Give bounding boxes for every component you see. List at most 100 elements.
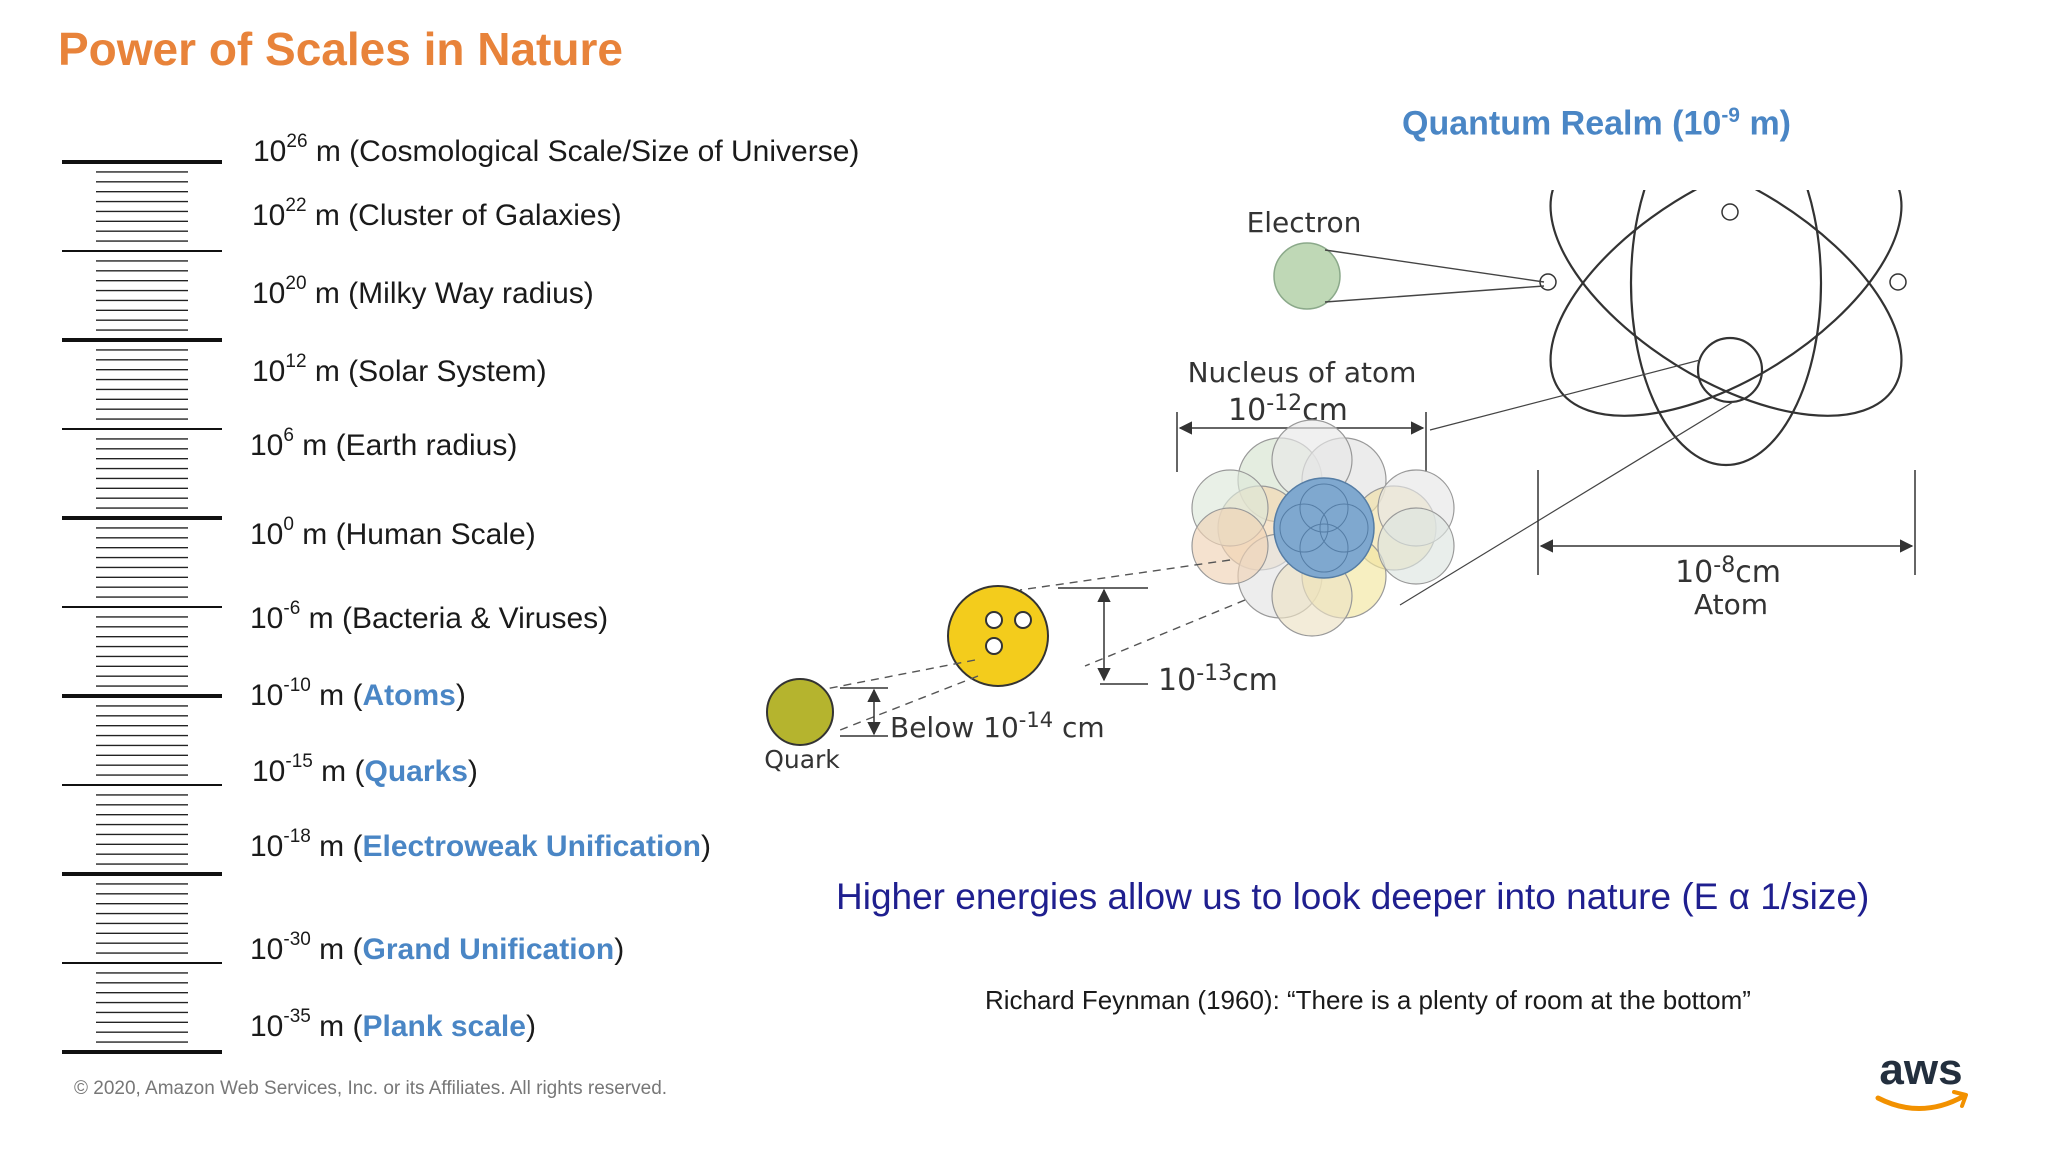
scale-exponent: -10 xyxy=(283,675,310,696)
scale-close: ) xyxy=(614,933,624,966)
feynman-quote: Richard Feynman (1960): “There is a plen… xyxy=(985,985,1751,1016)
proton-pointer-top xyxy=(1020,560,1230,590)
nucleus-size-base: 10 xyxy=(1228,393,1266,428)
realm-prefix: Quantum Realm (10 xyxy=(1402,104,1721,142)
scale-label: 1012 m (Solar System) xyxy=(252,354,547,389)
atom-size-exp: -8 xyxy=(1713,553,1735,578)
scale-name: Electroweak Unification xyxy=(363,830,701,863)
aws-logo-text: aws xyxy=(1879,1048,1962,1094)
electron-label: Electron xyxy=(1247,206,1362,239)
electron-pointer-bottom xyxy=(1325,286,1544,302)
scale-unit: m ( xyxy=(311,679,363,712)
aws-smile-icon xyxy=(1878,1096,1964,1109)
proton-size-exp: -13 xyxy=(1196,661,1232,686)
scale-close: ) xyxy=(468,755,478,788)
atom-label: Atom xyxy=(1694,588,1768,621)
scale-close: ) xyxy=(598,602,608,635)
scale-close: ) xyxy=(526,1010,536,1043)
scale-label: 10-15 m (Quarks) xyxy=(252,754,478,789)
scale-label: 1022 m (Cluster of Galaxies) xyxy=(252,198,622,233)
orbit-electrons xyxy=(1540,204,1906,290)
scale-exponent: -18 xyxy=(283,826,310,847)
scale-name: Human Scale xyxy=(346,518,526,551)
scale-base: 10 xyxy=(250,429,283,462)
scale-base: 10 xyxy=(252,355,285,388)
scale-exponent: -35 xyxy=(283,1006,310,1027)
atom-size-base: 10 xyxy=(1675,555,1713,590)
scale-label: 10-6 m (Bacteria & Viruses) xyxy=(250,601,608,636)
quark-size-prefix: Below 10 xyxy=(890,711,1019,744)
scale-close: ) xyxy=(584,277,594,310)
orbit-tilted-left xyxy=(1507,190,1940,469)
scale-base: 10 xyxy=(252,277,285,310)
orbit-vertical xyxy=(1631,190,1821,465)
scale-exponent: -6 xyxy=(283,598,300,619)
scale-exponent: 26 xyxy=(286,131,307,152)
scale-unit: m ( xyxy=(294,429,346,462)
scale-exponent: 0 xyxy=(283,514,294,535)
scale-close: ) xyxy=(612,199,622,232)
nucleus-title: Nucleus of atom xyxy=(1188,356,1417,389)
scale-base: 10 xyxy=(250,933,283,966)
scale-name: Atoms xyxy=(363,679,456,712)
quark-sphere xyxy=(767,679,833,745)
quantum-realm-heading: Quantum Realm (10-9 m) xyxy=(1402,104,1791,143)
scale-label: 1020 m (Milky Way radius) xyxy=(252,276,594,311)
scale-base: 10 xyxy=(250,602,283,635)
atom-orbits xyxy=(1507,190,1940,469)
scale-unit: m ( xyxy=(300,602,352,635)
electron-sphere xyxy=(1274,243,1340,309)
proton-size-base: 10 xyxy=(1158,663,1196,698)
scale-name: Cluster of Galaxies xyxy=(358,199,611,232)
scale-close: ) xyxy=(537,355,547,388)
scale-unit: m ( xyxy=(311,830,363,863)
atom-structure-diagram: Electron Nucleus of atom 10-12cm 10-8cm … xyxy=(740,190,1940,810)
scale-base: 10 xyxy=(253,135,286,168)
scale-label: 10-18 m (Electroweak Unification) xyxy=(250,829,711,864)
scale-name: Quarks xyxy=(365,755,468,788)
proton-pointer-bottom xyxy=(1085,600,1245,666)
scale-name: Earth radius xyxy=(346,429,508,462)
scale-unit: m ( xyxy=(308,135,360,168)
scale-close: ) xyxy=(507,429,517,462)
electron-pointer-top xyxy=(1325,250,1544,282)
quark-size-exp: -14 xyxy=(1019,708,1053,732)
scale-label: 10-30 m (Grand Unification) xyxy=(250,932,624,967)
scale-name: Solar System xyxy=(358,355,536,388)
proton-sphere xyxy=(948,586,1048,686)
proton-size-unit: cm xyxy=(1232,663,1278,698)
quark-label: Quark xyxy=(764,745,840,774)
scale-unit: m ( xyxy=(294,518,346,551)
scale-base: 10 xyxy=(250,518,283,551)
scale-base: 10 xyxy=(250,679,283,712)
scale-unit: m ( xyxy=(311,1010,363,1043)
scale-label: 100 m (Human Scale) xyxy=(250,517,536,552)
atom-size-label: 10-8cm xyxy=(1675,553,1781,590)
scale-unit: m ( xyxy=(307,355,359,388)
scale-exponent: 12 xyxy=(285,351,306,372)
quark-size-label: Below 10-14 cm xyxy=(890,708,1105,744)
proton-size-label: 10-13cm xyxy=(1158,661,1278,698)
scale-name: Cosmological Scale/Size of Universe xyxy=(359,135,849,168)
scale-unit: m ( xyxy=(311,933,363,966)
scale-ruler xyxy=(58,150,238,1060)
scale-label: 10-35 m (Plank scale) xyxy=(250,1009,536,1044)
scale-base: 10 xyxy=(250,1010,283,1043)
orbit-tilted-right xyxy=(1507,190,1940,469)
scale-exponent: 22 xyxy=(285,195,306,216)
scale-label: 10-10 m (Atoms) xyxy=(250,678,466,713)
scale-label: 106 m (Earth radius) xyxy=(250,428,517,463)
scale-name: Plank scale xyxy=(363,1010,526,1043)
realm-suffix: m) xyxy=(1740,104,1791,142)
copyright-notice: © 2020, Amazon Web Services, Inc. or its… xyxy=(74,1078,667,1100)
scale-exponent: 20 xyxy=(285,273,306,294)
scale-exponent: 6 xyxy=(283,425,294,446)
nucleus-size-exp: -12 xyxy=(1266,391,1302,416)
scale-unit: m ( xyxy=(307,277,359,310)
scale-base: 10 xyxy=(252,199,285,232)
aws-logo: aws xyxy=(1866,1048,1976,1118)
scale-unit: m ( xyxy=(307,199,359,232)
nucleus-pointer-top xyxy=(1430,360,1700,430)
nucleus-core xyxy=(1274,478,1374,578)
scale-name: Milky Way radius xyxy=(358,277,584,310)
